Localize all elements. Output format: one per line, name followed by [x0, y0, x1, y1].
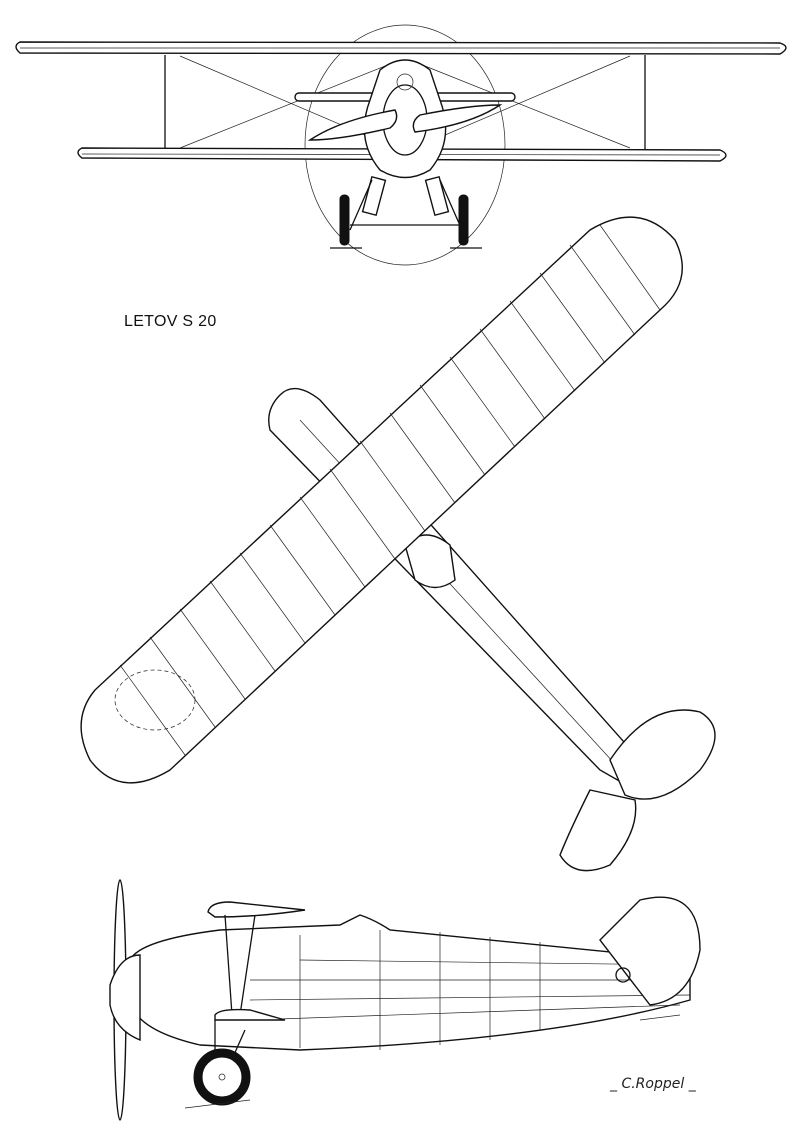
top-view	[80, 216, 716, 872]
drawing-title: LETOV S 20	[124, 313, 217, 330]
side-view	[109, 879, 701, 1121]
artist-signature: _ C.Roppel _	[610, 1076, 696, 1092]
front-view	[15, 24, 787, 266]
wing-ribs	[119, 224, 661, 756]
